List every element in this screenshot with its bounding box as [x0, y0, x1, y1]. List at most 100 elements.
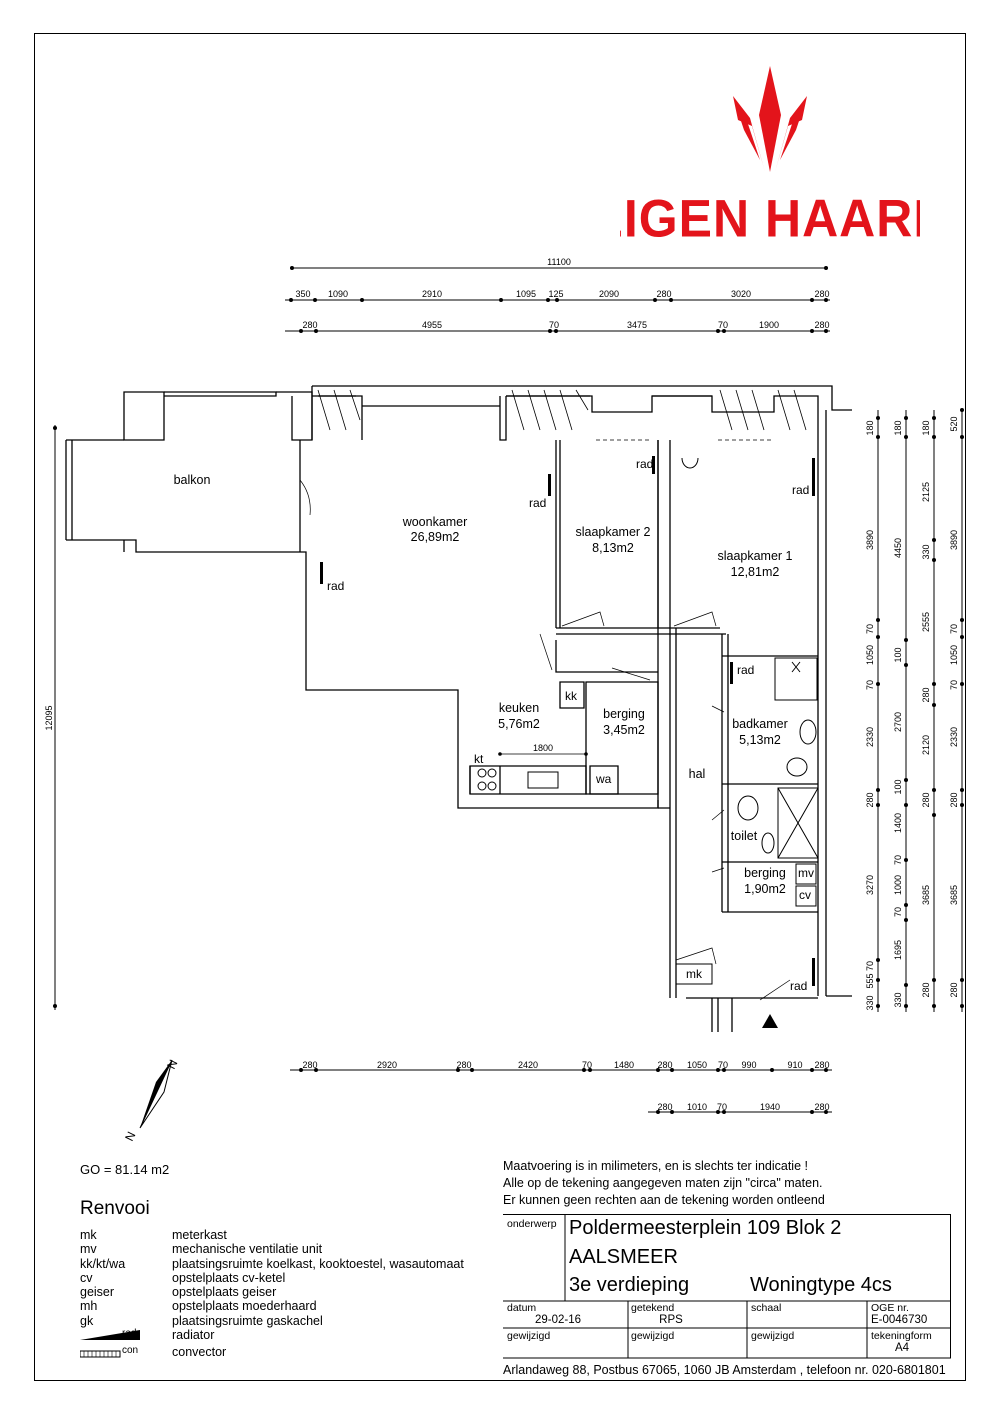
- legend-value: meterkast: [172, 1228, 227, 1242]
- dim-label: 280: [302, 1060, 317, 1070]
- dim-label: 910: [787, 1060, 802, 1070]
- legend-value: convector: [172, 1345, 227, 1360]
- tekeningform-value: A4: [895, 1342, 910, 1354]
- dim-label: 70: [582, 1060, 592, 1070]
- dim-label: 3890: [949, 530, 959, 550]
- eigen-haard-logo: EIGEN HAARD: [620, 66, 920, 240]
- oge-value: E-0046730: [871, 1314, 928, 1326]
- label-wa: wa: [595, 772, 612, 786]
- legend-key: mv: [80, 1242, 97, 1257]
- dim-label: 280: [921, 687, 931, 702]
- label-rad: rad: [790, 979, 807, 993]
- walls: [65, 385, 852, 1032]
- dim-label: 280: [921, 792, 931, 807]
- gewijzigd-label: gewijzigd: [507, 1330, 551, 1342]
- gross-area: GO = 81.14 m2: [80, 1162, 170, 1177]
- dim-label: 70: [549, 320, 559, 330]
- dim-label: 70: [865, 680, 875, 690]
- dim-label: 2120: [921, 735, 931, 755]
- radiator-icon: rad: [80, 1328, 140, 1341]
- dim-label: 70: [718, 320, 728, 330]
- disclaimer: Maatvoering is in milimeters, en is slec…: [503, 1158, 825, 1209]
- dim-label: 1095: [516, 289, 536, 299]
- convector-symbol: con: [79, 1345, 172, 1362]
- dim-label: 100: [893, 647, 903, 662]
- radiators: [320, 456, 815, 986]
- legend-value: opstelplaats cv-ketel: [172, 1270, 286, 1285]
- legend-key: cv: [80, 1270, 93, 1285]
- brand-name: EIGEN HAARD: [620, 189, 920, 240]
- dimension-ticks: [53, 266, 964, 1114]
- dim-label: 280: [921, 982, 931, 997]
- dim-label: 3685: [949, 885, 959, 905]
- dim-label: 2700: [893, 712, 903, 732]
- radiator-symbol: rad: [80, 1328, 172, 1345]
- label-rad: rad: [636, 457, 653, 471]
- dim-label: 350: [295, 289, 310, 299]
- legend-value: plaatsingsruimte gaskachel: [172, 1313, 323, 1328]
- dim-label: 2555: [921, 612, 931, 632]
- north-arrow: N N: [122, 1057, 180, 1143]
- label-rad: rad: [327, 579, 344, 593]
- dim-label: 330: [921, 544, 931, 559]
- room-berging-2: berging: [744, 866, 786, 880]
- legend-value: opstelplaats geiser: [172, 1285, 277, 1300]
- dim-label: 70: [893, 907, 903, 917]
- label-kt: kt: [474, 752, 484, 766]
- legend-value: plaatsingsruimte koelkast, kooktoestel, …: [172, 1256, 464, 1271]
- legend-key: mk: [80, 1228, 97, 1242]
- label-rad: rad: [737, 663, 754, 677]
- room-slaapkamer-1: slaapkamer 1: [717, 549, 792, 563]
- room-badkamer: badkamer: [732, 717, 788, 731]
- project-city: AALSMEER: [569, 1246, 678, 1268]
- dim-label: 3270: [865, 875, 875, 895]
- dim-label: 280: [814, 289, 829, 299]
- dimension-labels-vertical: 12095 180 3890 70 1050 70 2330 280 3270 …: [44, 416, 959, 1010]
- dim-label: 3685: [921, 885, 931, 905]
- dim-label: 280: [949, 982, 959, 997]
- dim-label: 1050: [865, 645, 875, 665]
- kitchen-dimension: 1800: [498, 743, 588, 756]
- oge-label: OGE nr.: [871, 1302, 909, 1314]
- room-woonkamer-area: 26,89m2: [411, 530, 460, 544]
- dim-label: 2330: [949, 727, 959, 747]
- label-rad: rad: [792, 483, 809, 497]
- dimension-labels-top: 11100 350 1090 2910 1095 125 2090 280 30…: [295, 257, 829, 330]
- dim-label: 70: [865, 961, 875, 971]
- dim-label: 2330: [865, 727, 875, 747]
- label-mv: mv: [798, 866, 814, 880]
- legend-row: mk meterkast: [80, 1228, 464, 1242]
- footer-address: Arlandaweg 88, Postbus 67065, 1060 JB Am…: [503, 1363, 946, 1377]
- dim-kitchen: 1800: [533, 743, 553, 753]
- dim-label: 3475: [627, 320, 647, 330]
- room-berging: berging: [603, 707, 645, 721]
- dim-label: 280: [814, 320, 829, 330]
- legend-key: kk/kt/wa: [80, 1256, 126, 1271]
- rad-symbol-label: rad: [122, 1328, 136, 1339]
- dim-label: 1050: [687, 1060, 707, 1070]
- label-mk: mk: [686, 967, 703, 981]
- room-hal: hal: [689, 767, 706, 781]
- dim-label: 1050: [949, 645, 959, 665]
- dim-label: 520: [949, 416, 959, 431]
- dim-label: 280: [656, 289, 671, 299]
- dim-label: 280: [949, 792, 959, 807]
- datum-label: datum: [507, 1302, 537, 1314]
- room-toilet: toilet: [731, 829, 758, 843]
- dim-label: 70: [949, 624, 959, 634]
- room-slaapkamer-1-area: 12,81m2: [731, 565, 780, 579]
- dim-label: 1400: [893, 813, 903, 833]
- tekeningform-label: tekeningform: [871, 1330, 932, 1342]
- label-cv: cv: [799, 888, 811, 902]
- dim-label: 70: [893, 855, 903, 865]
- dim-label: 990: [741, 1060, 756, 1070]
- dim-label: 180: [921, 420, 931, 435]
- fixture-labels: rad rad rad rad rad rad kk kt wa mv cv m…: [327, 457, 814, 993]
- room-keuken-area: 5,76m2: [498, 717, 540, 731]
- drawing-frame: [34, 33, 966, 1381]
- dim-label: 280: [865, 792, 875, 807]
- legend-key: gk: [80, 1313, 94, 1328]
- disclaimer-line: Alle op de tekening aangegeven maten zij…: [503, 1176, 823, 1190]
- dim-label: 2910: [422, 289, 442, 299]
